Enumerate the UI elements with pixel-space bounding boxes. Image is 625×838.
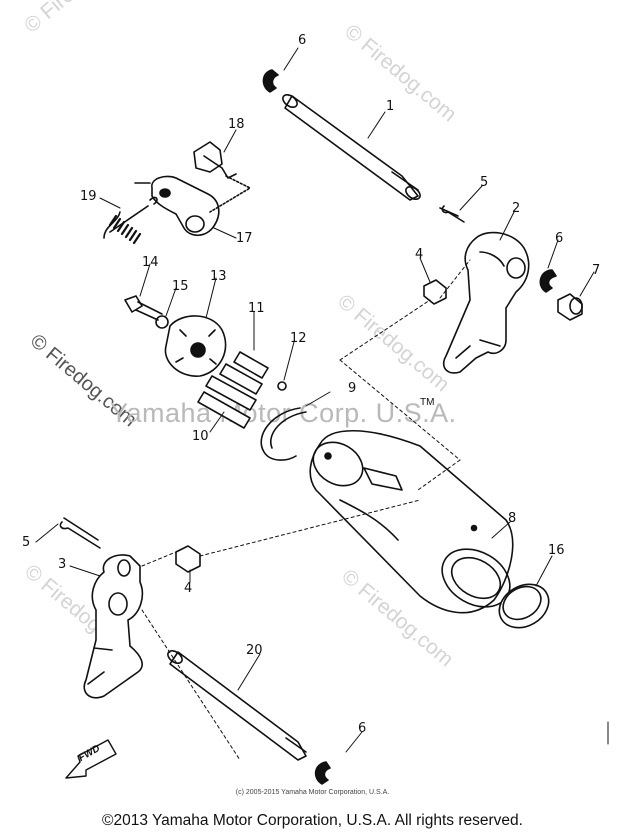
bolt-and-washer [124, 295, 169, 329]
part-label-18: 18 [228, 117, 245, 132]
circlip-6-bottom [314, 761, 331, 785]
part-label-14: 14 [142, 255, 159, 270]
cotter-pin-lower [59, 517, 101, 549]
image-copyright: (c) 2005-2015 Yamaha Motor Corporation, … [235, 789, 390, 796]
shift-fork-2 [442, 231, 530, 374]
part-label-8: 8 [508, 511, 517, 526]
part-label-10: 10 [192, 429, 209, 444]
part-label-13: 13 [210, 269, 227, 284]
trademark-mark: TM [420, 397, 435, 408]
part-label-17: 17 [236, 231, 253, 246]
segment-cam [164, 315, 227, 377]
cam-follower-pin-upper [423, 279, 447, 305]
drum-cap [498, 583, 550, 629]
shift-cam-drum [309, 429, 514, 614]
part-label-2: 2 [512, 201, 521, 216]
stopper-lever-assembly [103, 141, 251, 245]
part-label-6: 6 [358, 721, 367, 736]
pins [197, 351, 287, 429]
shift-guide-bar-lower [167, 649, 307, 761]
footer-copyright: ©2013 Yamaha Motor Corporation, U.S.A. A… [102, 812, 523, 829]
leader-lines [35, 47, 595, 753]
part-label-5: 5 [480, 175, 489, 190]
shift-guide-bar-upper [282, 93, 421, 201]
part-label-19: 19 [80, 189, 97, 204]
part-label-4: 4 [184, 581, 193, 596]
cam-follower-pin-lower [175, 545, 201, 573]
circlip-6-top [262, 69, 279, 93]
assembly-guide-lines [141, 259, 471, 761]
retaining-ring [260, 407, 301, 461]
shift-fork-3 [83, 554, 144, 699]
part-label-6: 6 [555, 231, 564, 246]
part-label-5: 5 [22, 535, 31, 550]
part-label-12: 12 [290, 331, 307, 346]
part-label-9: 9 [348, 381, 357, 396]
fork-roller [557, 293, 583, 321]
part-label-20: 20 [246, 643, 263, 658]
part-label-3: 3 [58, 557, 67, 572]
part-label-15: 15 [172, 279, 189, 294]
part-label-4: 4 [415, 247, 424, 262]
part-label-7: 7 [592, 263, 601, 278]
part-label-16: 16 [548, 543, 565, 558]
part-label-1: 1 [386, 99, 395, 114]
part-label-6: 6 [298, 33, 307, 48]
circlip-6-right [539, 269, 557, 293]
cotter-pin-upper [439, 205, 465, 223]
part-label-11: 11 [248, 301, 265, 316]
forward-arrow-icon [65, 739, 117, 779]
